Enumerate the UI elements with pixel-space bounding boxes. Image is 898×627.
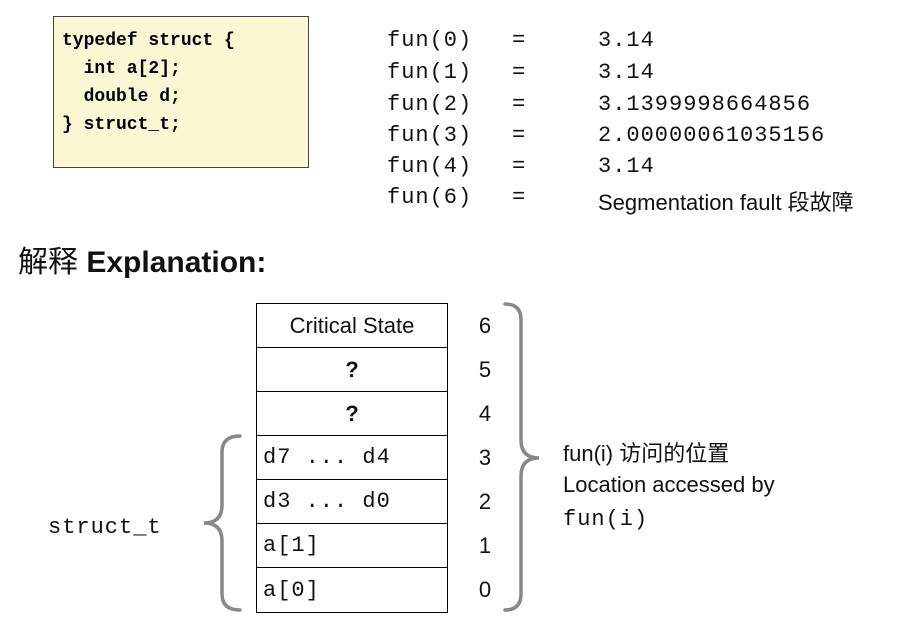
equals-sign: = [512,28,527,53]
memory-cell: d3 ... d0 [257,480,447,524]
memory-layout-table: Critical State ? ? d7 ... d4 d3 ... d0 a… [256,303,448,613]
code-line: double d; [62,87,181,107]
struct-label: struct_t [48,515,162,540]
access-label-func: fun(i) [563,507,649,532]
memory-cell: d7 ... d4 [257,436,447,480]
output-value: 3.14 [598,60,655,85]
memory-cell: ? [257,348,447,392]
cell-index: 4 [478,401,492,426]
equals-sign: = [512,92,527,117]
cell-index: 1 [478,533,492,558]
explanation-title-cn: 解释 [18,246,78,279]
equals-sign: = [512,185,527,210]
cell-index: 0 [478,577,492,602]
right-brace-icon [503,302,540,612]
equals-sign: = [512,123,527,148]
code-line: typedef struct { [62,31,235,51]
function-call: fun(1) [387,60,473,85]
explanation-heading: 解释 Explanation: [18,243,266,283]
memory-cell: a[0] [263,577,320,603]
function-call: fun(2) [387,92,473,117]
equals-sign: = [512,60,527,85]
cell-index: 2 [478,489,492,514]
memory-cell: Critical State [257,304,447,348]
struct-definition-box: typedef struct { int a[2]; double d; } s… [53,16,309,168]
function-call: fun(4) [387,154,473,179]
access-label-en: Location accessed by [563,472,775,497]
equals-sign: = [512,154,527,179]
left-brace-icon [203,434,242,612]
cell-index: 6 [478,313,492,338]
code-line: } struct_t; [62,115,181,135]
explanation-title-en: Explanation: [86,246,267,279]
code-line: int a[2]; [62,59,181,79]
output-value: Segmentation fault 段故障 [598,190,854,215]
cell-index: 3 [478,445,492,470]
function-call: fun(3) [387,123,473,148]
output-value: 2.00000061035156 [598,123,826,148]
memory-cell: a[1] [257,524,447,568]
output-value: 3.14 [598,28,655,53]
access-label-cn: fun(i) 访问的位置 [563,441,730,466]
memory-cell: ? [257,392,447,436]
function-call: fun(6) [387,185,473,210]
cell-index: 5 [478,357,492,382]
output-value: 3.14 [598,154,655,179]
output-value: 3.1399998664856 [598,92,812,117]
function-call: fun(0) [387,28,473,53]
